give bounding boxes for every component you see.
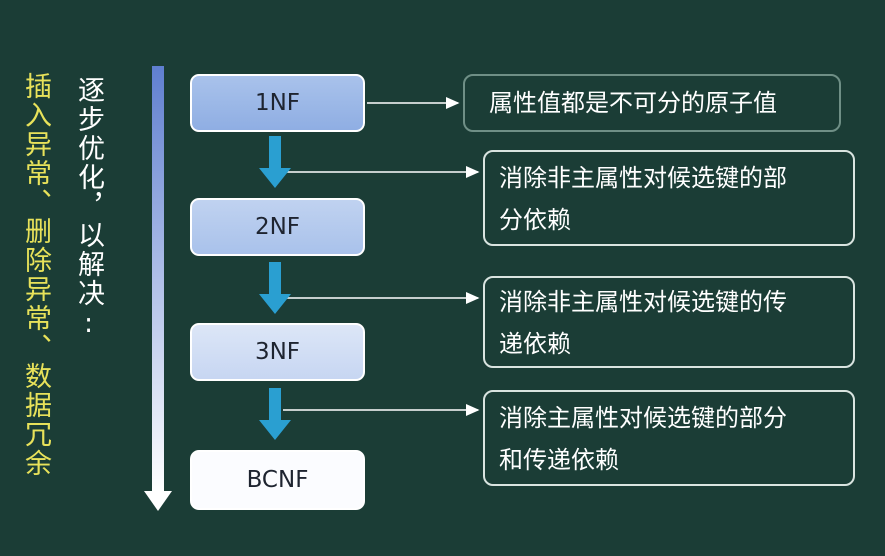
desc-2nf-line-2: 分依赖 bbox=[499, 206, 571, 234]
process-label: 逐步优化，以解决: bbox=[73, 76, 104, 341]
desc-3nf-line-2: 递依赖 bbox=[499, 330, 571, 358]
desc-2nf: 消除非主属性对候选键的部 分依赖 bbox=[483, 150, 855, 246]
desc-bcnf-line-2: 和传递依赖 bbox=[499, 446, 619, 474]
problems-label: 插入异常、删除异常、数据冗余 bbox=[20, 72, 51, 478]
down-arrow-2 bbox=[259, 262, 291, 314]
desc-1nf: 属性值都是不可分的原子值 bbox=[463, 74, 841, 132]
progress-arrow-icon bbox=[144, 66, 172, 511]
desc-bcnf: 消除主属性对候选键的部分 和传递依赖 bbox=[483, 390, 855, 486]
desc-2nf-line-1: 消除非主属性对候选键的部 bbox=[499, 164, 787, 192]
box-1nf: 1NF bbox=[190, 74, 365, 132]
down-arrow-3 bbox=[259, 388, 291, 440]
down-arrow-1 bbox=[259, 136, 291, 188]
desc-bcnf-line-1: 消除主属性对候选键的部分 bbox=[499, 404, 787, 432]
box-2nf: 2NF bbox=[190, 198, 365, 256]
desc-3nf-line-1: 消除非主属性对候选键的传 bbox=[499, 288, 787, 316]
desc-1nf-line: 属性值都是不可分的原子值 bbox=[489, 89, 777, 117]
box-bcnf: BCNF bbox=[190, 450, 365, 510]
box-3nf: 3NF bbox=[190, 323, 365, 381]
desc-3nf: 消除非主属性对候选键的传 递依赖 bbox=[483, 276, 855, 368]
